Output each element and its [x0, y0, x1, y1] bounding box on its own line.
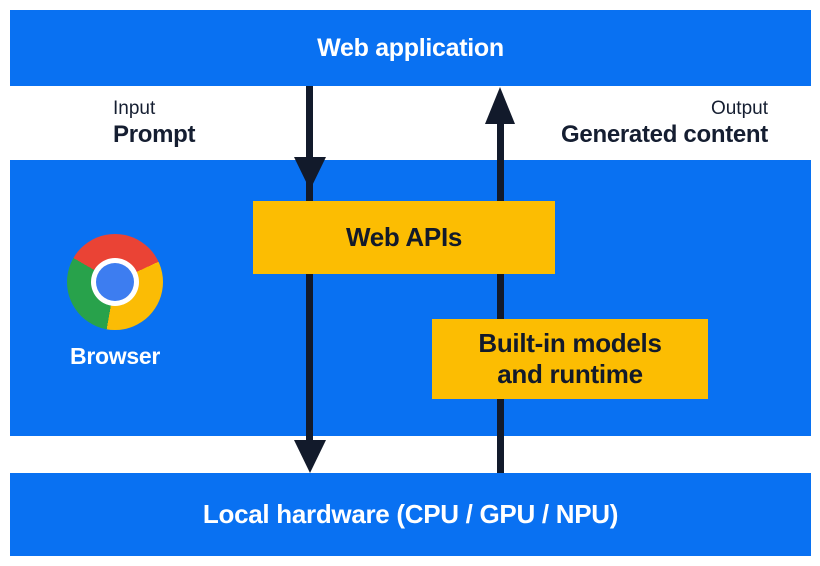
browser-label: Browser: [70, 343, 160, 369]
input-value: Prompt: [113, 121, 196, 148]
output-label-group: Output Generated content: [561, 98, 768, 149]
web-apis-box: Web APIs: [253, 201, 555, 274]
output-flow-arrow-shaft: [497, 122, 504, 473]
input-label-group: Input Prompt: [113, 98, 196, 149]
web-application-bar: Web application: [10, 10, 811, 86]
builtin-models-label: Built-in models and runtime: [478, 327, 662, 390]
local-hardware-label: Local hardware (CPU / GPU / NPU): [202, 499, 619, 529]
chrome-logo-icon: [67, 234, 163, 330]
arrow-head-up-icon: [485, 87, 515, 124]
output-title: Output: [710, 98, 768, 119]
input-title: Input: [113, 98, 156, 119]
arrow-head-down-icon: [294, 440, 326, 473]
arrow-head-down-icon: [294, 157, 326, 190]
builtin-models-line1: Built-in models: [478, 327, 662, 358]
output-value: Generated content: [561, 121, 768, 148]
chrome-logo-center: [96, 263, 134, 301]
builtin-models-line2: and runtime: [497, 359, 643, 389]
local-hardware-bar: Local hardware (CPU / GPU / NPU): [10, 473, 811, 556]
web-apis-label: Web APIs: [345, 221, 463, 252]
builtin-models-box: Built-in models and runtime: [432, 319, 708, 399]
web-application-label: Web application: [317, 33, 504, 62]
